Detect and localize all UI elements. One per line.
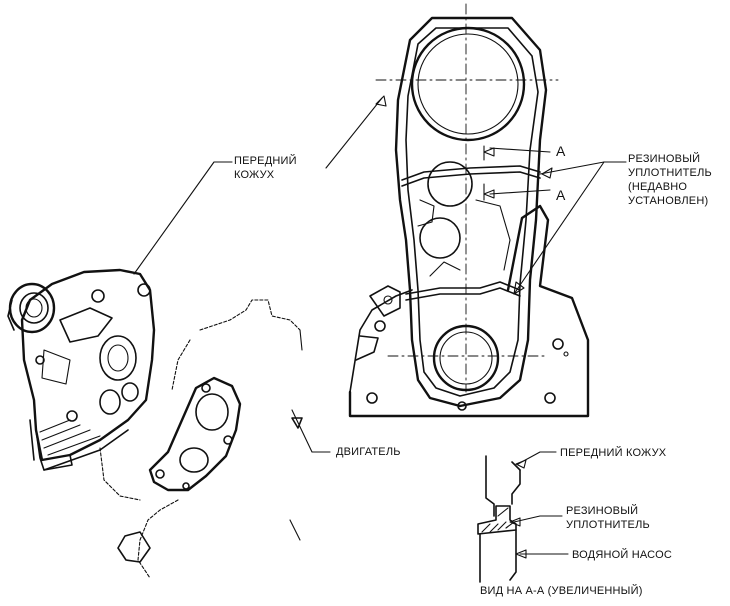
- section-a-markers: [483, 145, 551, 201]
- label-engine: ДВИГАТЕЛЬ: [336, 446, 401, 458]
- label-section-a-lower: A: [556, 187, 566, 203]
- label-front-cover-line2: КОЖУХ: [234, 169, 275, 181]
- label-rubber-seal-main: РЕЗИНОВЫЙ УПЛОТНИТЕЛЬ (НЕДАВНО УСТАНОВЛЕ…: [628, 152, 712, 207]
- detail-view-aa: [477, 451, 569, 583]
- water-pump-gasket: [148, 376, 242, 492]
- label-detail-rubber-seal: РЕЗИНОВЫЙ УПЛОТНИТЕЛЬ: [566, 504, 650, 531]
- label-section-a-upper: A: [556, 143, 566, 159]
- label-front-cover: ПЕРЕДНИЙ КОЖУХ: [234, 154, 297, 181]
- label-rubber-seal-line3: (НЕДАВНО: [628, 181, 687, 193]
- label-detail-rubber-seal-line2: УПЛОТНИТЕЛЬ: [566, 519, 650, 531]
- label-front-cover-line1: ПЕРЕДНИЙ: [234, 154, 297, 167]
- engine-outline: [99, 299, 303, 579]
- assembled-engine-view: [348, 3, 590, 418]
- leader-lines-right: [325, 95, 627, 295]
- label-detail-front-cover: ПЕРЕДНИЙ КОЖУХ: [560, 446, 667, 459]
- label-rubber-seal-line1: РЕЗИНОВЫЙ: [628, 152, 700, 165]
- label-rubber-seal-line4: УСТАНОВЛЕН): [628, 195, 708, 207]
- label-rubber-seal-line2: УПЛОТНИТЕЛЬ: [628, 167, 712, 179]
- front-cover-exploded: [7, 268, 156, 471]
- label-detail-rubber-seal-line1: РЕЗИНОВЫЙ: [566, 504, 638, 517]
- label-detail-caption: ВИД НА А-А (УВЕЛИЧЕННЫЙ): [480, 584, 643, 597]
- label-detail-water-pump: ВОДЯНОЙ НАСОС: [572, 548, 672, 561]
- leader-lines-left: [133, 161, 331, 453]
